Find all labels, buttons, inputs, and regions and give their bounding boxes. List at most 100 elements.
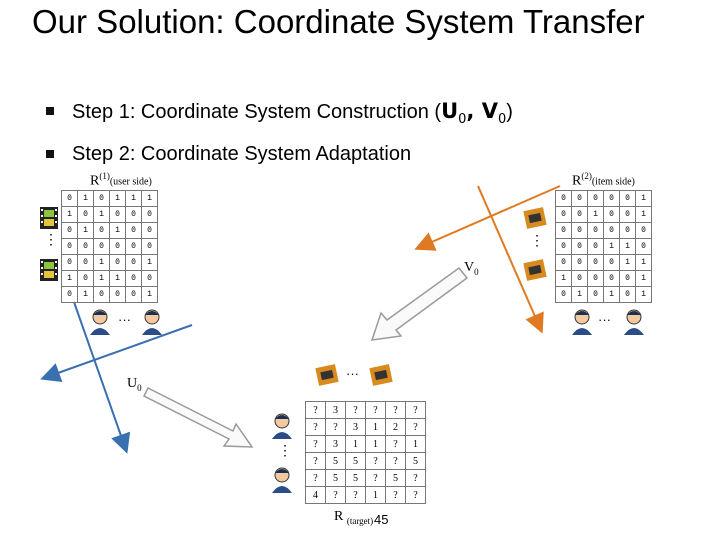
person-icon <box>140 308 164 341</box>
matrix-cell: ? <box>305 452 326 470</box>
matrix-cell: 0 <box>61 238 78 255</box>
matrix-cell: ? <box>385 452 406 470</box>
matrix-cell: 0 <box>109 286 126 303</box>
matrix-cell: 0 <box>109 254 126 271</box>
matrix-cell: 5 <box>385 469 406 487</box>
slide-title: Our Solution: Coordinate System Transfer <box>32 3 645 40</box>
matrix-cell: 1 <box>61 206 78 223</box>
matrix-cell: 0 <box>619 206 636 223</box>
matrix-cell: 0 <box>93 222 110 239</box>
matrix-cell: 2 <box>385 418 406 436</box>
vertical-ellipsis: ⋮ <box>278 442 292 458</box>
film-icon <box>38 206 60 235</box>
uv-math: U0, V0 <box>441 99 507 128</box>
matrix-cell: 0 <box>93 238 110 255</box>
matrix-cell: 5 <box>345 452 366 470</box>
vertical-ellipsis: ⋮ <box>44 231 58 247</box>
matrix-cell: 0 <box>125 238 142 255</box>
matrix-cell: 1 <box>109 270 126 287</box>
target-matrix-label: R (target) <box>334 509 374 526</box>
matrix-cell: 0 <box>141 206 158 223</box>
v0-axis-line-1 <box>414 185 561 251</box>
matrix-row: 4??1?? <box>305 486 426 504</box>
matrix-cell: 1 <box>603 286 620 303</box>
matrix-cell: 3 <box>325 401 346 419</box>
matrix-cell: 0 <box>571 206 588 223</box>
matrix-cell: 0 <box>141 222 158 239</box>
matrix-cell: 1 <box>125 190 142 207</box>
v0-label: V0 <box>464 260 479 277</box>
matrix-cell: ? <box>305 435 326 453</box>
matrix-cell: ? <box>365 401 386 419</box>
matrix-cell: ? <box>405 418 426 436</box>
matrix-cell: 1 <box>365 418 386 436</box>
matrix-cell: 0 <box>125 286 142 303</box>
matrix-cell: ? <box>305 418 326 436</box>
matrix-cell: 0 <box>619 286 636 303</box>
matrix-cell: 0 <box>93 190 110 207</box>
person-icon <box>270 412 294 445</box>
matrix-cell: 0 <box>125 206 142 223</box>
matrix-cell: 0 <box>141 270 158 287</box>
matrix-cell: 5 <box>325 469 346 487</box>
matrix-cell: 1 <box>141 286 158 303</box>
matrix-cell: 0 <box>125 254 142 271</box>
matrix-cell: 0 <box>125 222 142 239</box>
matrix-cell: 0 <box>61 254 78 271</box>
matrix-cell: 1 <box>109 222 126 239</box>
person-icon <box>570 308 594 341</box>
u0-axis-line-2 <box>40 324 193 383</box>
matrix-cell: 0 <box>141 238 158 255</box>
matrix-cell: 0 <box>603 190 620 207</box>
matrix-cell: ? <box>405 401 426 419</box>
matrix-cell: 0 <box>571 270 588 287</box>
matrix-cell: 1 <box>109 190 126 207</box>
matrix-cell: 1 <box>555 270 572 287</box>
bullet-step-2-text: Step 2: Coordinate System Adaptation <box>72 143 412 166</box>
matrix-cell: 3 <box>345 418 366 436</box>
matrix-cell: 0 <box>77 238 94 255</box>
matrix-cell: 0 <box>587 286 604 303</box>
matrix-cell: 1 <box>365 435 386 453</box>
matrix-cell: 1 <box>405 435 426 453</box>
matrix-cell: 0 <box>555 238 572 255</box>
matrix-cell: ? <box>385 401 406 419</box>
page-number: 45 <box>374 512 389 527</box>
matrix-cell: 1 <box>93 254 110 271</box>
matrix-cell: 0 <box>109 238 126 255</box>
matrix-cell: 0 <box>77 206 94 223</box>
matrix-cell: 0 <box>555 222 572 239</box>
matrix-cell: 1 <box>635 270 652 287</box>
matrix-cell: 1 <box>77 286 94 303</box>
film-icon <box>38 258 60 287</box>
matrix-cell: 0 <box>571 222 588 239</box>
matrix-cell: ? <box>345 486 366 504</box>
u0-axis-line-1 <box>73 301 131 454</box>
matrix-cell: 1 <box>619 254 636 271</box>
matrix-cell: 0 <box>125 270 142 287</box>
person-icon <box>270 466 294 499</box>
matrix-row: ?3???? <box>305 401 426 419</box>
matrix-cell: 0 <box>603 270 620 287</box>
matrix-cell: 1 <box>603 238 620 255</box>
matrix-cell: 0 <box>587 190 604 207</box>
matrix-cell: 1 <box>345 435 366 453</box>
matrix-cell: 0 <box>555 206 572 223</box>
matrix-cell: 5 <box>405 452 426 470</box>
matrix-cell: 0 <box>571 254 588 271</box>
bullet-step-1-text: Step 1: Coordinate System Construction ( <box>72 101 442 123</box>
item-matrix-label: R(2)(item side) <box>572 171 635 189</box>
matrix-cell: ? <box>405 486 426 504</box>
matrix-cell: 1 <box>77 222 94 239</box>
matrix-cell: 0 <box>635 238 652 255</box>
person-icon <box>88 308 112 341</box>
